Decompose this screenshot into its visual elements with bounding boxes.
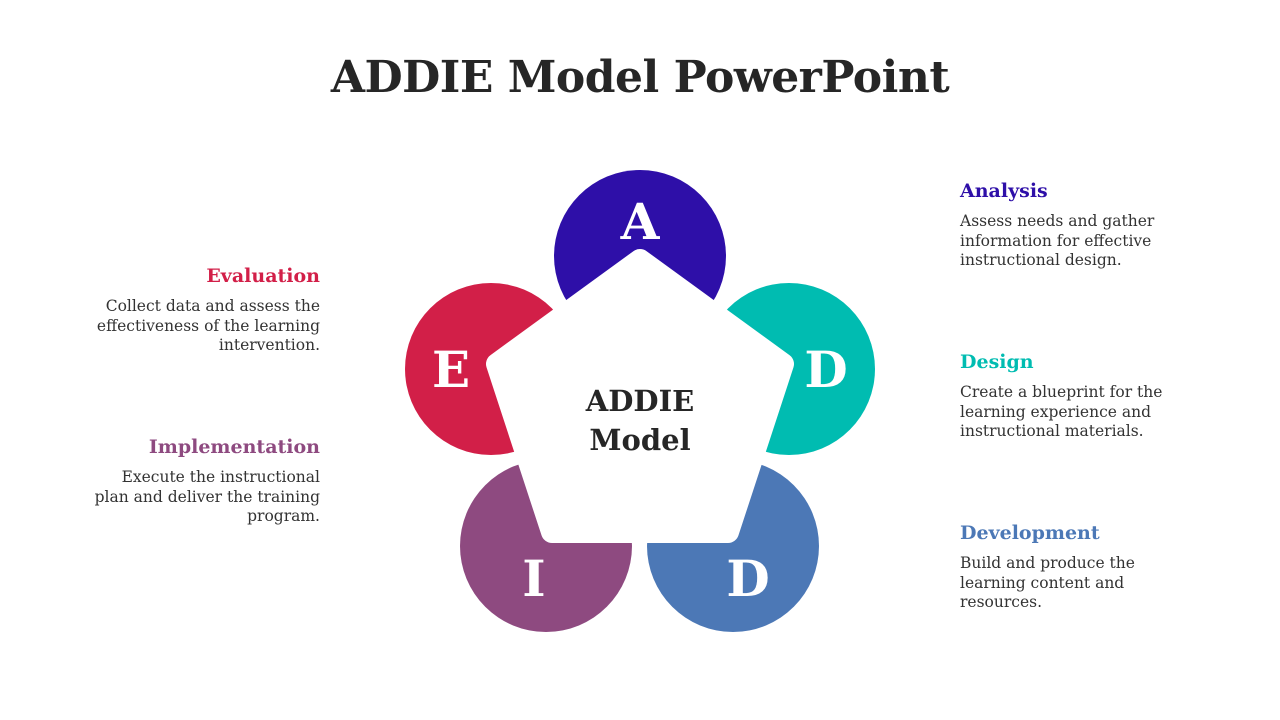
step-evaluation-text: Collect data and assess the effectivenes… (96, 297, 320, 354)
step-development-text: Build and produce the learning content a… (960, 554, 1135, 611)
step-development-title: Development (960, 522, 1100, 544)
petal-development-letter: D (726, 549, 769, 608)
step-design-text: Create a blueprint for the learning expe… (960, 383, 1163, 440)
step-design: Design Create a blueprint for the learni… (960, 351, 1190, 442)
step-analysis-text: Assess needs and gather information for … (960, 212, 1155, 269)
step-evaluation: Evaluation Collect data and assess the e… (90, 265, 320, 356)
petal-implementation-letter: I (522, 549, 545, 608)
step-evaluation-title: Evaluation (206, 265, 320, 287)
page-title: ADDIE Model PowerPoint (330, 52, 950, 103)
center-pentagon (486, 249, 794, 543)
step-implementation-text: Execute the instructional plan and deliv… (94, 468, 320, 525)
center-label-line1: ADDIE (585, 384, 694, 418)
step-design-title: Design (960, 351, 1034, 373)
step-analysis: Analysis Assess needs and gather informa… (960, 180, 1190, 271)
step-implementation-title: Implementation (148, 436, 320, 458)
step-implementation: Implementation Execute the instructional… (90, 436, 320, 527)
step-analysis-title: Analysis (960, 180, 1048, 202)
center-label-line2: Model (589, 423, 690, 457)
petal-analysis-letter: A (620, 192, 661, 251)
petal-design-letter: D (804, 340, 847, 399)
petal-evaluation-letter: E (432, 340, 470, 399)
step-development: Development Build and produce the learni… (960, 522, 1190, 613)
